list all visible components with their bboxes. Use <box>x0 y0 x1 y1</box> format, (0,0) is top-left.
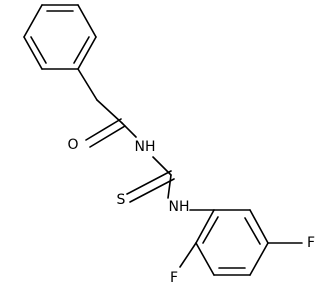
bond-aryl-5 <box>195 242 215 276</box>
bond-thiocarbonyl-s-2 <box>129 178 175 203</box>
bond-aryl-2 <box>249 209 269 244</box>
bond-carbonyl-o-1 <box>85 118 122 141</box>
amide-nh-label: NH <box>135 139 156 155</box>
oxygen-atom-label: O <box>67 137 78 153</box>
bond-carbonyl-o-2 <box>89 125 126 148</box>
bond-phenyl-3 <box>77 36 97 70</box>
ortho-fluorine-label: F <box>170 270 178 286</box>
bond-ortho-f <box>179 242 197 268</box>
bond-thiocarbonyl-s-1 <box>126 170 172 195</box>
bond-ring-ch2 <box>77 68 98 101</box>
bonds <box>23 4 303 276</box>
bond-aryl-6 <box>195 209 215 244</box>
bond-aryl-6-inner <box>202 216 219 244</box>
bond-phenyl-2 <box>77 4 97 38</box>
sulfur-atom-label: S <box>117 192 126 208</box>
para-fluorine-label: F <box>307 235 315 251</box>
bond-phenyl-5-inner <box>30 36 47 64</box>
bond-phenyl-6 <box>23 4 43 38</box>
bond-aryl-2-inner <box>244 217 261 245</box>
bond-aryl-3 <box>249 242 269 276</box>
bond-thiocarbonyl-nh <box>167 174 172 199</box>
bond-phenyl-5 <box>23 36 43 70</box>
aryl-nh-label: NH <box>169 199 190 215</box>
bond-carbonyl-nh <box>121 122 137 138</box>
atom-labels: O NH S NH F F <box>67 137 315 286</box>
bond-ch2-carbonyl <box>96 99 123 124</box>
bond-phenyl-3-inner <box>73 36 90 64</box>
